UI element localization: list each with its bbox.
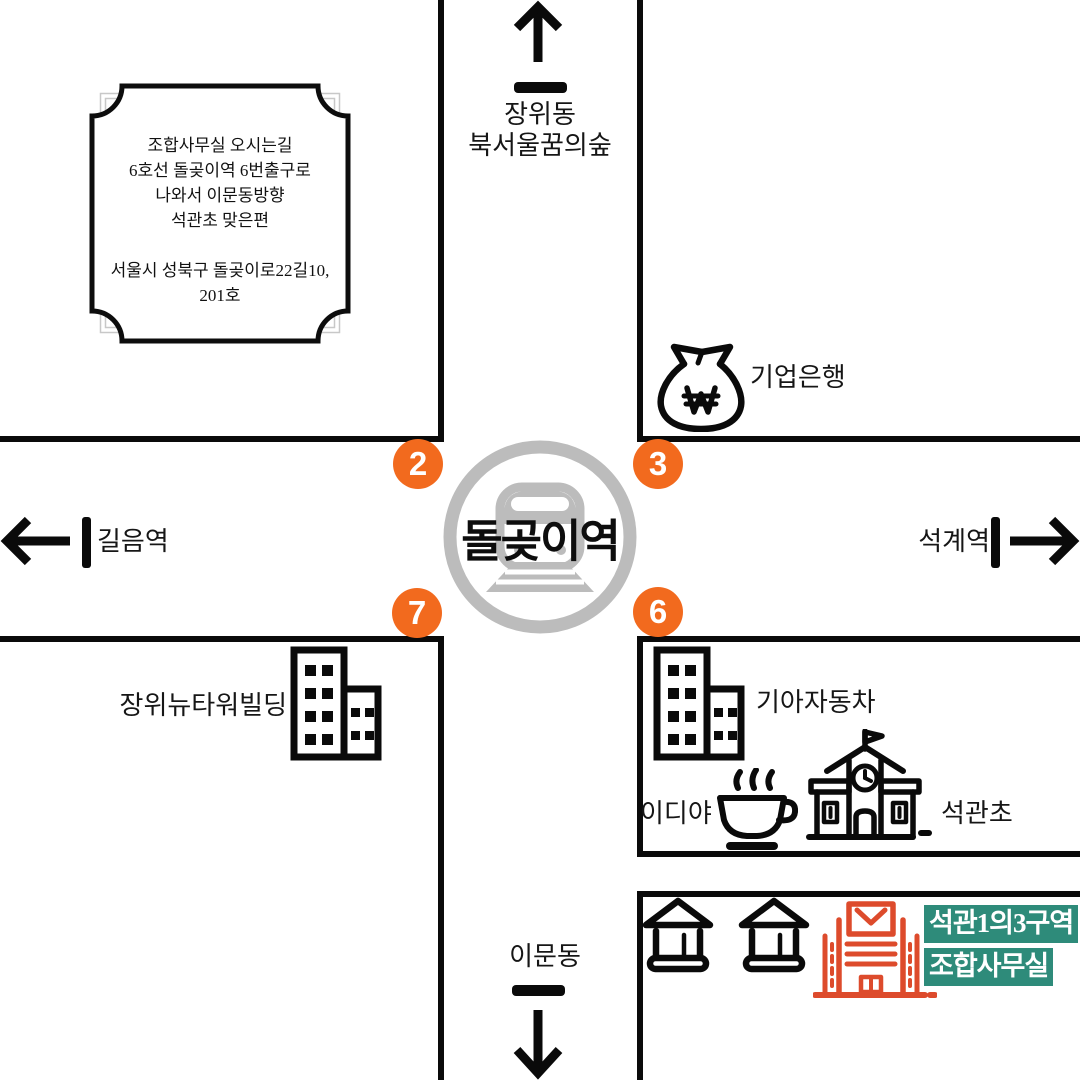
exit-number: 6	[648, 593, 668, 630]
exit-circle-3: 3	[633, 439, 683, 489]
twin-buildings-icon	[653, 646, 745, 761]
train-icon	[486, 482, 594, 592]
west-crosswalk-bar	[82, 517, 91, 568]
right-arrow-icon	[1010, 516, 1080, 566]
exit-circle-6: 6	[633, 587, 683, 637]
exit-number: 2	[408, 445, 428, 482]
south-direction-label: 이문동	[509, 942, 581, 971]
south-crosswalk-bar	[512, 985, 565, 996]
stamp-line: 서울시 성북구 돌곶이로22길10,	[110, 261, 330, 280]
poi-label-ediya: 이디야	[640, 799, 712, 828]
city-block-se-upper	[637, 636, 1080, 857]
school-icon	[806, 729, 932, 840]
office-badge: 석관1의3구역 조합사무실	[924, 905, 1079, 991]
left-arrow-icon	[0, 516, 70, 566]
coffee-cup-icon	[717, 768, 798, 850]
poi-label-kia-motors: 기아자동차	[756, 688, 876, 717]
bank-columns-icon	[642, 897, 714, 973]
poi-label-ibk-bank: 기업은행	[750, 363, 846, 392]
office-badge-district: 석관1의3구역	[924, 905, 1079, 943]
station-name: 돌곶이역	[461, 515, 621, 567]
city-block-sw	[0, 636, 444, 1080]
stamp-border	[89, 83, 351, 344]
union-office-building-icon	[813, 901, 937, 998]
city-block-se-lower	[637, 891, 1080, 1080]
exit-circle-7: 7	[392, 588, 442, 638]
east-crosswalk-bar	[991, 517, 1000, 568]
north-direction-label: 장위동 북서울꿈의숲	[430, 99, 650, 161]
stamp-line: 6호선 돌곶이역 6번출구로	[129, 161, 311, 180]
up-arrow-icon	[513, 0, 563, 62]
twin-buildings-icon	[290, 646, 382, 761]
north-line2: 북서울꿈의숲	[468, 131, 612, 160]
exit-number: 7	[407, 594, 427, 631]
north-line1: 장위동	[504, 100, 576, 129]
poi-label-seokgwan-elem: 석관초	[941, 799, 1013, 828]
stamp-line: 나와서 이문동방향	[155, 186, 285, 205]
exit-number: 3	[648, 445, 668, 482]
stamp-line: 석관초 맞은편	[170, 211, 270, 230]
money-bag-won-icon	[657, 343, 745, 432]
office-badge-name: 조합사무실	[924, 948, 1054, 986]
stamp-line: 조합사무실 오시는길	[147, 136, 293, 155]
city-block-nw	[0, 0, 444, 442]
east-station-label: 석계역	[918, 527, 990, 556]
bank-columns-icon	[738, 897, 810, 973]
poi-label-jangwi-tower: 장위뉴타워빌딩	[119, 691, 287, 720]
west-station-label: 길음역	[97, 527, 169, 556]
exit-circle-2: 2	[393, 439, 443, 489]
stamp-directions-text: 조합사무실 오시는길 6호선 돌곶이역 6번출구로 나와서 이문동방향 석관초 …	[92, 133, 348, 308]
city-block-ne	[637, 0, 1080, 442]
down-arrow-icon	[513, 1010, 563, 1080]
stamp-line	[92, 233, 348, 258]
north-crosswalk-bar	[514, 82, 567, 93]
stamp-line: 201호	[199, 286, 241, 305]
